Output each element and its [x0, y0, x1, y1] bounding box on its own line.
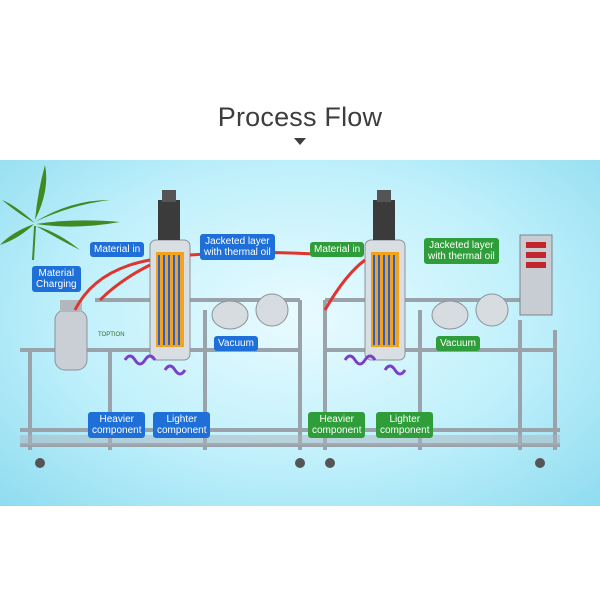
page-title: Process Flow: [217, 102, 383, 132]
left-material-in-label: Material in: [90, 242, 145, 257]
equipment-illustration: [0, 165, 560, 468]
brand-label: TOPTION: [98, 332, 125, 338]
right-heavier-component-label: Heavier component: [308, 412, 366, 438]
material-charging-label: Material Charging: [32, 266, 81, 292]
right-jacketed-layer-label: Jacketed layer with thermal oil: [424, 238, 499, 264]
hemp-leaf-icon: [0, 165, 120, 261]
left-lighter-component-label: Lighter component: [153, 412, 211, 438]
caret-down-icon: [294, 138, 306, 145]
right-vacuum-label: Vacuum: [436, 336, 480, 351]
left-vacuum-label: Vacuum: [214, 336, 258, 351]
left-heavier-component-label: Heavier component: [88, 412, 146, 438]
left-jacketed-layer-label: Jacketed layer with thermal oil: [200, 234, 275, 260]
right-lighter-component-label: Lighter component: [376, 412, 434, 438]
process-diagram-panel: Material Charging Material in Jacketed l…: [0, 160, 600, 506]
right-material-in-label: Material in: [310, 242, 365, 257]
